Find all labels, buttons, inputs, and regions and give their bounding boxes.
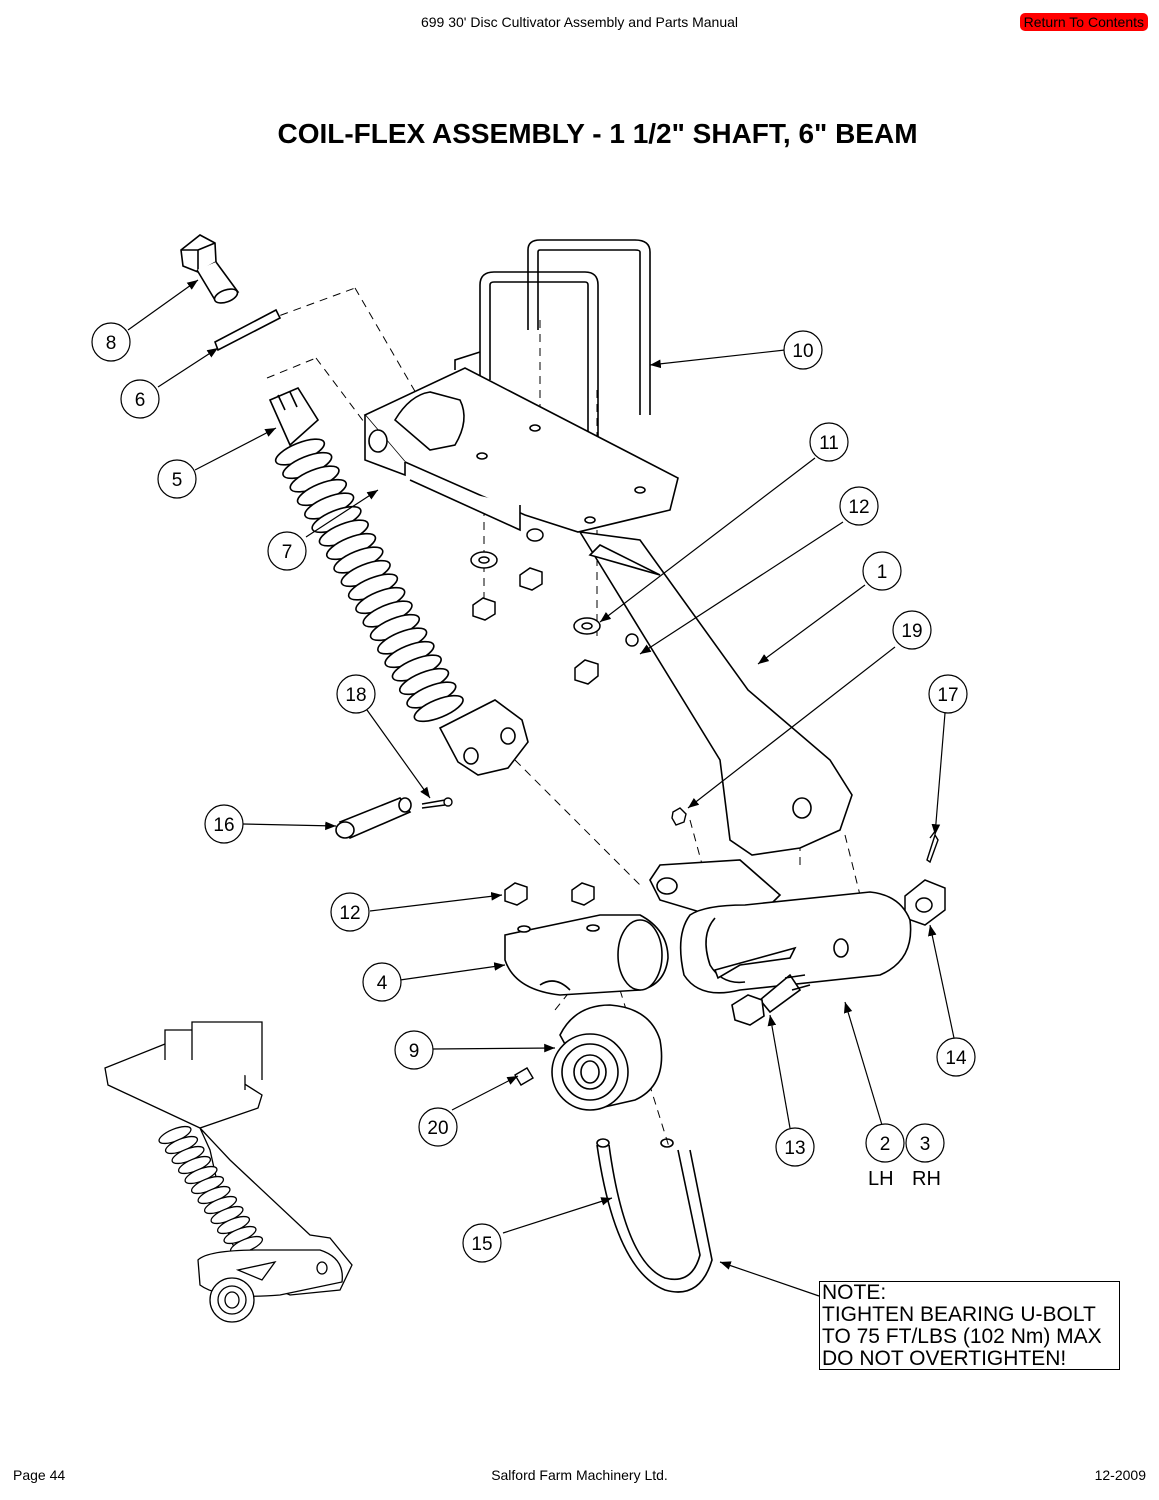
cotter-pin-part-18: [421, 797, 453, 809]
svg-text:14: 14: [945, 1048, 967, 1069]
callout-11: 11: [809, 422, 849, 462]
bearing-part-9: [551, 1004, 663, 1111]
callout-7: 7: [267, 531, 307, 571]
svg-text:6: 6: [135, 390, 146, 411]
svg-text:1: 1: [877, 562, 888, 583]
callout-9: 9: [394, 1030, 434, 1070]
callout-12: 12: [330, 892, 370, 932]
nuts-part-12: [504, 882, 595, 906]
spring-assembly-part-7: [268, 386, 529, 776]
svg-text:12: 12: [339, 903, 360, 924]
bolt-part-8: [180, 234, 240, 304]
bolt-part-13: [731, 973, 811, 1026]
callout-4: 4: [362, 962, 402, 1002]
svg-text:13: 13: [784, 1138, 805, 1159]
arm-bracket-part-2-3: [649, 859, 912, 994]
callout-circles: 8 6 5 7 10 11 12 1 19 17 18 16 12 4 9 20 13 2 3 14 15: [91, 322, 976, 1263]
castle-nut-part-14: [904, 879, 946, 926]
svg-text:10: 10: [792, 341, 813, 362]
callout-16: 16: [204, 804, 244, 844]
callout-12: 12: [839, 486, 879, 526]
grease-fitting-part-19: [671, 807, 687, 826]
svg-text:19: 19: [901, 621, 922, 642]
callout-13: 13: [775, 1127, 815, 1167]
lh-label: LH: [868, 1168, 894, 1190]
callout-10: 10: [783, 330, 823, 370]
callout-2: 2: [865, 1123, 905, 1163]
note-line: NOTE:: [822, 1281, 887, 1304]
u-bolt-part-15: [596, 1138, 713, 1293]
assembled-view: [104, 1021, 353, 1323]
callout-15: 15: [462, 1223, 502, 1263]
nuts-and-washers-frame: [470, 528, 639, 685]
svg-text:2: 2: [880, 1134, 891, 1155]
note-line: TIGHTEN BEARING U-BOLT: [822, 1303, 1096, 1326]
svg-text:4: 4: [377, 973, 388, 994]
pin-part-16: [335, 797, 412, 840]
callout-18: 18: [336, 674, 376, 714]
callout-14: 14: [936, 1037, 976, 1077]
torque-note: NOTE: TIGHTEN BEARING U-BOLT TO 75 FT/LB…: [819, 1281, 1120, 1370]
callout-3: 3: [905, 1123, 945, 1163]
callout-20: 20: [418, 1107, 458, 1147]
callout-5: 5: [157, 459, 197, 499]
callout-19: 19: [892, 610, 932, 650]
svg-text:12: 12: [848, 497, 869, 518]
callout-1: 1: [862, 551, 902, 591]
svg-text:15: 15: [471, 1234, 492, 1255]
shaft-housing-part-4: [504, 914, 669, 996]
svg-text:16: 16: [213, 815, 234, 836]
callout-8: 8: [91, 322, 131, 362]
company-name: Salford Farm Machinery Ltd.: [491, 1467, 668, 1483]
svg-text:11: 11: [819, 433, 839, 454]
callout-6: 6: [120, 379, 160, 419]
svg-text:7: 7: [282, 542, 293, 563]
svg-text:8: 8: [106, 333, 117, 354]
note-line: DO NOT OVERTIGHTEN!: [822, 1347, 1067, 1370]
svg-text:3: 3: [920, 1134, 931, 1155]
callout-17: 17: [928, 674, 968, 714]
svg-text:9: 9: [409, 1041, 420, 1062]
washer-part-6: [214, 308, 282, 352]
leader-lines: [127, 279, 955, 1297]
page-title: COIL-FLEX ASSEMBLY - 1 1/2" SHAFT, 6" BE…: [277, 118, 918, 149]
u-bolt-part-10: [479, 239, 651, 450]
return-to-contents-button[interactable]: Return To Contents: [1019, 13, 1148, 31]
revision-date: 12-2009: [1094, 1467, 1146, 1483]
svg-text:18: 18: [345, 685, 366, 706]
manual-title: 699 30' Disc Cultivator Assembly and Par…: [420, 14, 739, 30]
cotter-pin-part-17: [926, 829, 939, 864]
page-number: Page 44: [13, 1467, 66, 1483]
svg-text:20: 20: [427, 1118, 448, 1139]
svg-text:5: 5: [172, 470, 183, 491]
note-line: TO 75 FT/LBS (102 Nm) MAX: [822, 1325, 1102, 1348]
svg-text:17: 17: [937, 685, 958, 706]
set-screw-part-20: [514, 1067, 534, 1086]
frame-shank-part-1: [363, 351, 853, 856]
rh-label: RH: [912, 1168, 941, 1190]
